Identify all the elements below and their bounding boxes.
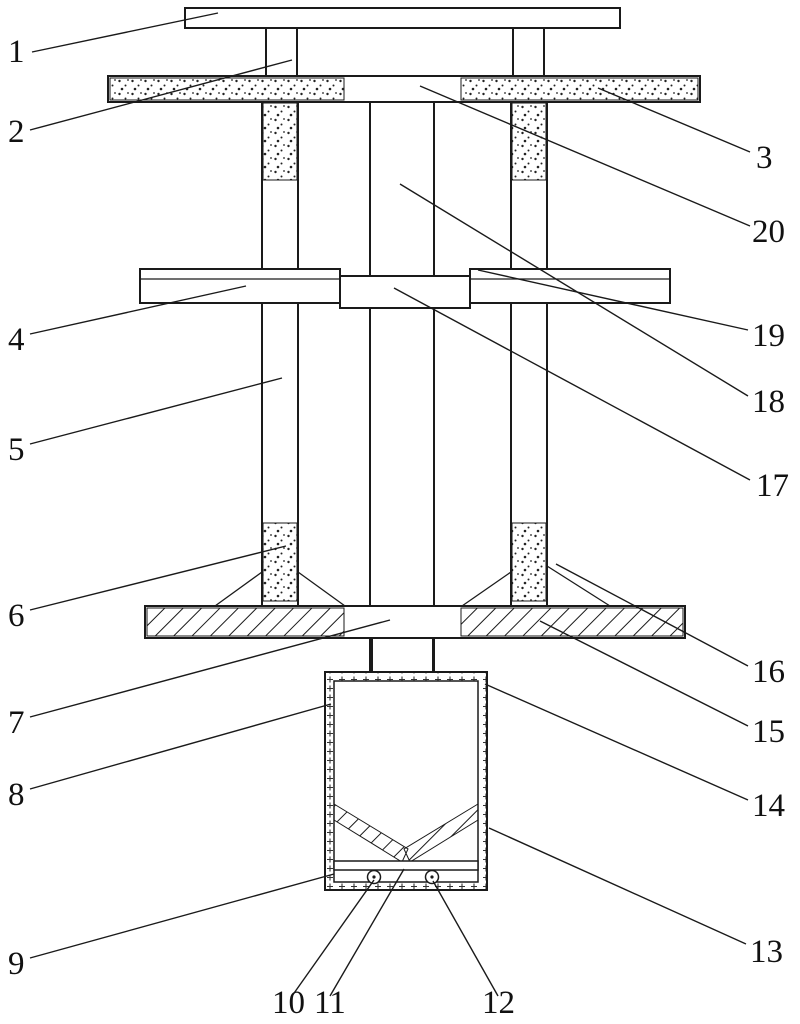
ref-label-19: 19: [752, 318, 785, 354]
leader-line-1: [31, 12, 219, 53]
leader-line-16: [555, 563, 749, 667]
ref-label-5: 5: [8, 432, 25, 468]
leader-line-4: [29, 285, 247, 335]
leader-line-6: [29, 545, 287, 611]
ref-label-16: 16: [752, 654, 785, 690]
column-left-upper-pad: [262, 102, 298, 181]
leader-line-14: [484, 683, 749, 801]
upper-post-right: [512, 27, 545, 77]
upper-beam-pad-right: [460, 77, 699, 101]
leader-line-17: [393, 287, 751, 481]
ref-label-6: 6: [8, 598, 25, 634]
gusset-left-inner: [297, 571, 346, 607]
leader-line-8: [29, 703, 332, 790]
roller-left-pin: [372, 875, 376, 879]
ref-label-13: 13: [750, 934, 783, 970]
leader-line-18: [399, 183, 749, 397]
leader-line-12: [432, 880, 499, 997]
leader-line-3: [597, 87, 751, 153]
gusset-right-outer: [546, 565, 611, 607]
column-right-lower-pad: [511, 522, 547, 602]
leader-line-2: [29, 59, 293, 131]
leader-line-15: [539, 620, 749, 727]
ref-label-2: 2: [8, 114, 25, 150]
gusset-right-inner: [461, 571, 512, 607]
leader-line-5: [29, 377, 283, 445]
leader-line-7: [29, 619, 391, 718]
leader-line-9: [29, 873, 335, 959]
ref-label-11: 11: [314, 985, 346, 1021]
central-shaft: [369, 101, 435, 675]
leader-line-11: [329, 868, 405, 997]
container-bottom-plate: [333, 860, 479, 871]
ref-label-18: 18: [752, 384, 785, 420]
column-left-lower-pad: [262, 522, 298, 602]
ref-label-7: 7: [8, 705, 25, 741]
middle-plate-right: [469, 268, 671, 304]
ref-label-9: 9: [8, 946, 25, 982]
ref-label-3: 3: [756, 140, 773, 176]
flange-hatch-left: [146, 607, 345, 637]
top-plate: [184, 7, 621, 29]
ref-label-15: 15: [752, 714, 785, 750]
ref-label-12: 12: [482, 985, 515, 1021]
roller-right-pin: [430, 875, 434, 879]
middle-hub-block: [339, 275, 471, 309]
middle-plate-left: [139, 268, 341, 304]
leader-line-20: [419, 85, 751, 227]
column-right-upper-pad: [511, 102, 547, 181]
upper-post-left: [265, 27, 298, 77]
ref-label-4: 4: [8, 322, 25, 358]
ref-label-10: 10: [272, 985, 305, 1021]
upper-beam-pad-left: [109, 77, 345, 101]
leader-line-13: [488, 827, 747, 945]
leader-line-19: [477, 269, 749, 331]
ref-label-14: 14: [752, 788, 785, 824]
ref-label-8: 8: [8, 777, 25, 813]
gusset-left-outer: [214, 571, 263, 607]
ref-label-1: 1: [8, 34, 25, 70]
ref-label-17: 17: [756, 468, 789, 504]
ref-label-20: 20: [752, 214, 785, 250]
leader-line-10: [291, 879, 375, 997]
flange-hatch-right: [460, 607, 684, 637]
